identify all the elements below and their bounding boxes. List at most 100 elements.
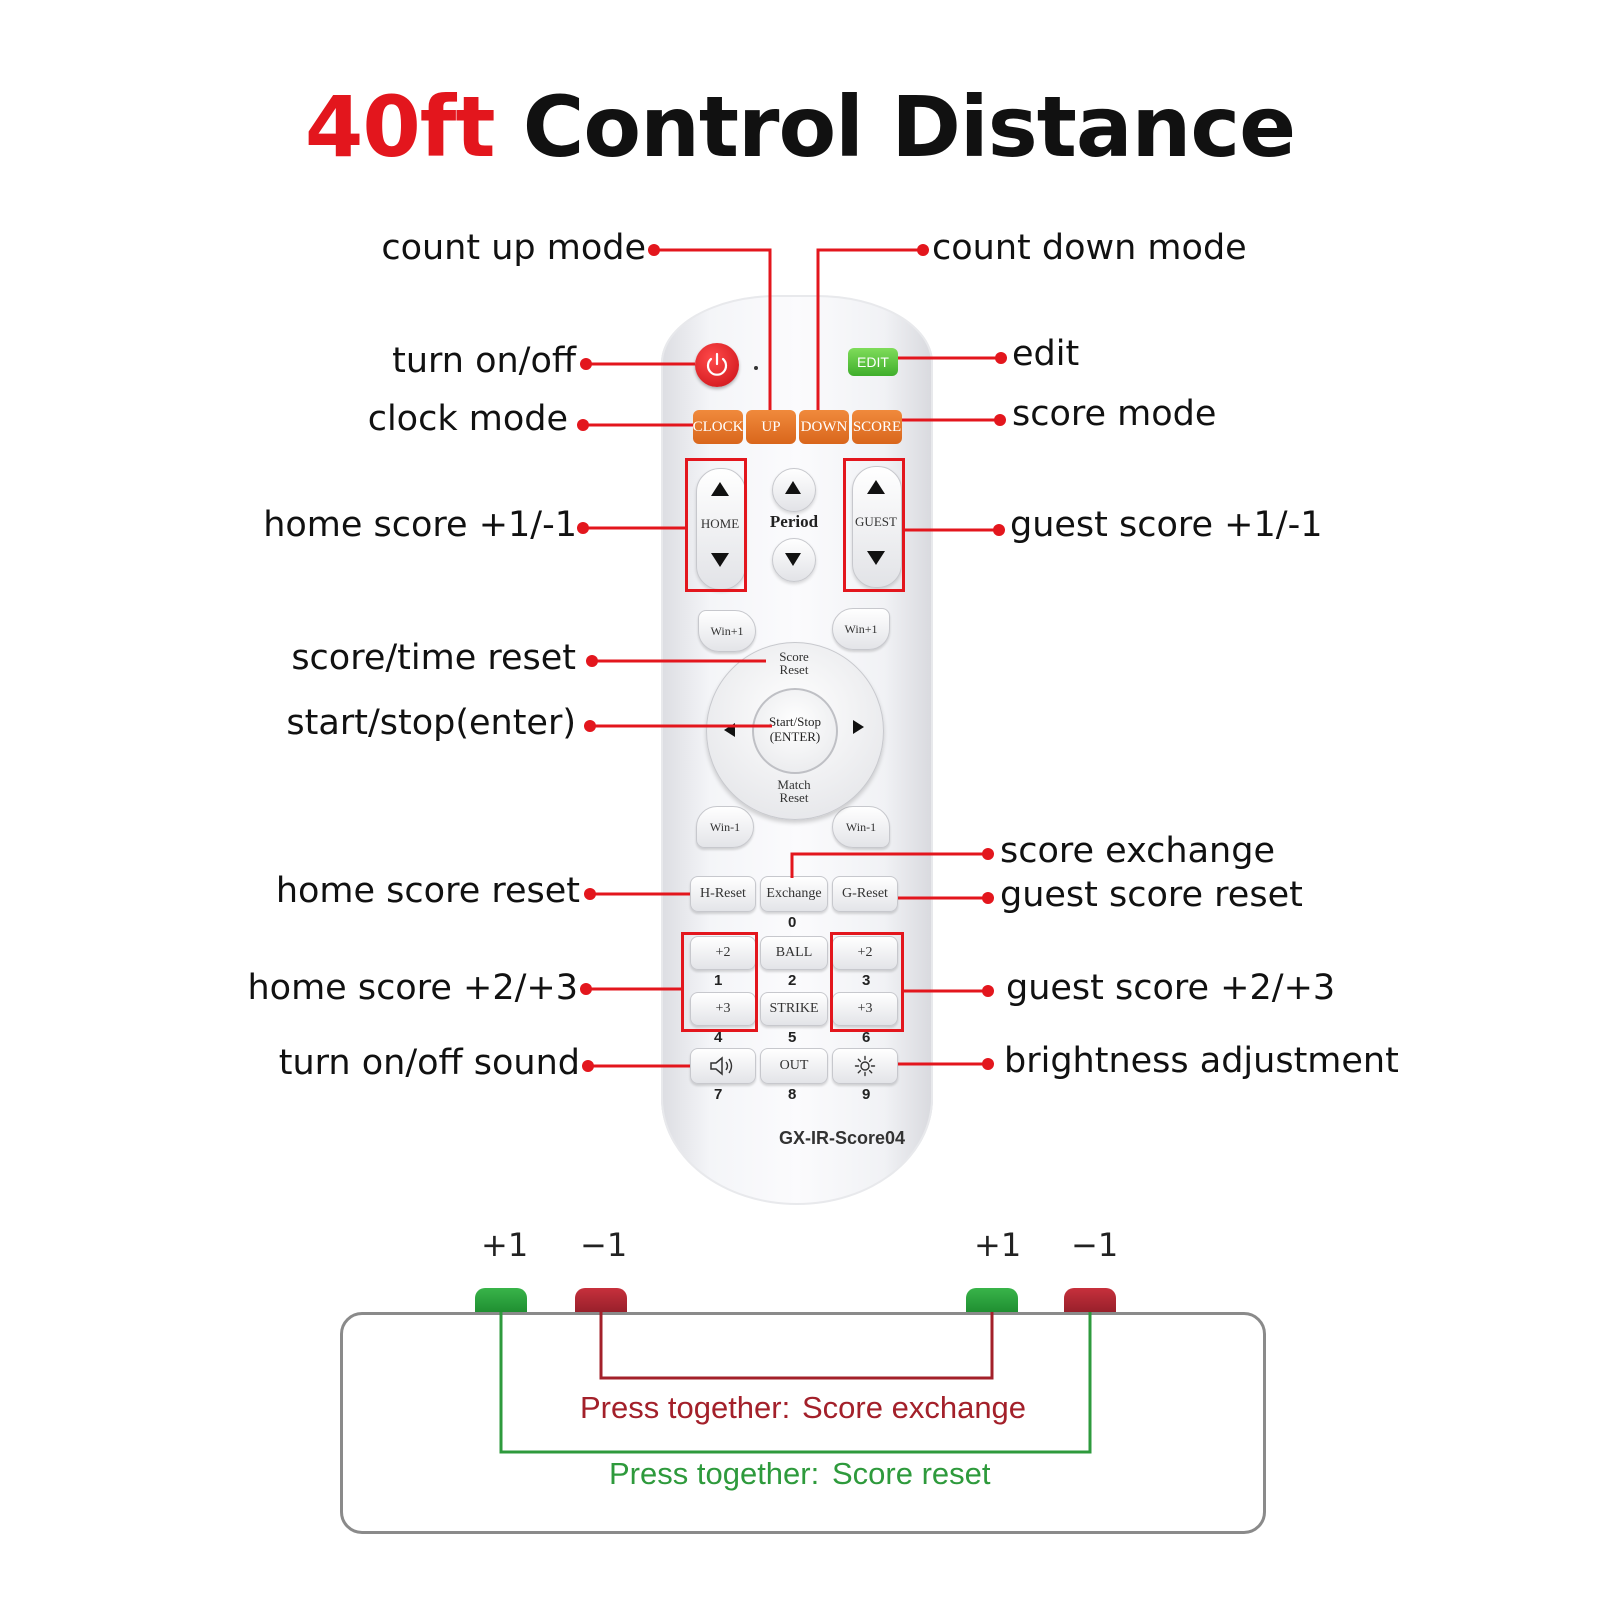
guest-up-arrow-icon <box>867 480 885 494</box>
home-plus1-label: +1 <box>481 1226 529 1264</box>
exchange-action: Score exchange <box>802 1390 1027 1425</box>
dot-clock <box>577 419 589 431</box>
label-clock-mode: clock mode <box>367 399 568 439</box>
guest-plus2-button[interactable]: +2 <box>832 936 898 970</box>
strike-button[interactable]: STRIKE <box>760 992 828 1026</box>
key-9: 9 <box>862 1086 871 1103</box>
home-win-minus-button[interactable]: Win-1 <box>696 806 754 848</box>
brightness-button[interactable] <box>832 1048 898 1084</box>
label-home-score-23: home score +2/+3 <box>247 968 578 1008</box>
key-4: 4 <box>714 1029 723 1046</box>
period-up-arrow-icon <box>785 481 801 494</box>
reset-action: Score reset <box>832 1456 991 1491</box>
label-brightness: brightness adjustment <box>1004 1041 1399 1081</box>
label-home-score-reset: home score reset <box>275 871 580 911</box>
exchange-button[interactable]: Exchange <box>760 876 828 912</box>
ir-dot <box>754 366 758 370</box>
home-label: HOME <box>700 516 740 531</box>
home-up-arrow-icon <box>711 482 729 496</box>
label-guest-score-reset: guest score reset <box>1000 875 1303 915</box>
guest-plus1-button[interactable] <box>966 1288 1018 1312</box>
guest-minus1-button[interactable] <box>1064 1288 1116 1312</box>
dot-start-stop <box>584 720 596 732</box>
sound-button[interactable] <box>690 1048 756 1084</box>
home-highlight-box <box>685 458 747 592</box>
down-mode-button[interactable]: DOWN <box>799 410 849 444</box>
label-score-mode: score mode <box>1012 394 1217 434</box>
home-minus1-button[interactable] <box>575 1288 627 1312</box>
dot-count-up <box>648 244 660 256</box>
edit-button[interactable]: EDIT <box>848 348 898 376</box>
guest-label: GUEST <box>855 514 897 529</box>
key-6: 6 <box>862 1029 871 1046</box>
home-plus-highlight-box <box>681 932 758 1032</box>
dot-score-reset <box>586 655 598 667</box>
dot-brightness <box>982 1058 994 1070</box>
dot-exchange <box>982 848 994 860</box>
label-sound: turn on/off sound <box>278 1043 580 1083</box>
dot-edit <box>995 352 1007 364</box>
reset-press-together: Press together: <box>609 1456 820 1491</box>
dot-home-score <box>577 522 589 534</box>
period-label: Period <box>769 512 819 531</box>
guest-highlight-box <box>843 458 905 592</box>
dot-h-reset <box>584 888 596 900</box>
sun-icon <box>854 1055 876 1077</box>
label-count-down: count down mode <box>932 228 1247 268</box>
score-reset-label[interactable]: Score Reset <box>779 649 809 677</box>
title-rest: Control Distance <box>522 78 1296 176</box>
key-5: 5 <box>788 1029 797 1046</box>
title-highlight: 40ft <box>304 78 496 176</box>
home-plus2-button[interactable]: +2 <box>690 936 756 970</box>
power-button[interactable] <box>695 343 739 387</box>
start-stop-label: Start/Stop (ENTER) <box>768 714 821 744</box>
home-plus1-button[interactable] <box>475 1288 527 1312</box>
home-win-plus-button[interactable]: Win+1 <box>698 610 756 652</box>
dot-power <box>580 358 592 370</box>
right-arrow-icon <box>853 720 864 734</box>
h-reset-button[interactable]: H-Reset <box>690 876 756 912</box>
dot-score-mode <box>994 414 1006 426</box>
exchange-press-together: Press together: <box>580 1390 791 1425</box>
guest-plus1-label: +1 <box>974 1226 1022 1264</box>
label-start-stop: start/stop(enter) <box>286 703 576 743</box>
model-number: GX-IR-Score04 <box>779 1128 906 1148</box>
label-score-time-reset: score/time reset <box>291 638 576 678</box>
guest-win-minus-button[interactable]: Win-1 <box>832 806 890 848</box>
guest-down-arrow-icon <box>867 551 885 565</box>
power-icon <box>706 352 728 376</box>
dot-count-down <box>917 244 929 256</box>
label-score-exchange: score exchange <box>1000 831 1275 871</box>
home-minus1-label: −1 <box>580 1226 628 1264</box>
key-2: 2 <box>788 972 797 989</box>
label-guest-score-23: guest score +2/+3 <box>1006 968 1336 1008</box>
speaker-icon <box>710 1056 733 1076</box>
match-reset-label[interactable]: Match Reset <box>777 777 811 805</box>
guest-plus3-button[interactable]: +3 <box>832 992 898 1026</box>
score-mode-button[interactable]: SCORE <box>852 410 902 444</box>
key-3: 3 <box>862 972 871 989</box>
ball-button[interactable]: BALL <box>760 936 828 970</box>
left-arrow-icon <box>724 723 735 737</box>
label-guest-score: guest score +1/-1 <box>1010 505 1323 545</box>
key-1: 1 <box>714 972 723 989</box>
dot-g-reset <box>982 892 994 904</box>
start-stop-button[interactable] <box>752 688 838 774</box>
clock-mode-button[interactable]: CLOCK <box>693 410 743 444</box>
dot-guest-score <box>993 524 1005 536</box>
dot-sound <box>582 1060 594 1072</box>
label-edit: edit <box>1012 334 1080 374</box>
key-8: 8 <box>788 1086 797 1103</box>
guest-win-plus-button[interactable]: Win+1 <box>832 608 890 650</box>
label-turn-on-off: turn on/off <box>392 341 576 381</box>
period-down-button[interactable] <box>772 538 816 582</box>
key-7: 7 <box>714 1086 723 1103</box>
g-reset-button[interactable]: G-Reset <box>832 876 898 912</box>
guest-minus1-label: −1 <box>1071 1226 1119 1264</box>
out-button[interactable]: OUT <box>760 1048 828 1084</box>
guest-plus-highlight-box <box>830 932 904 1032</box>
dot-guest-plus <box>982 985 994 997</box>
period-down-arrow-icon <box>785 553 801 566</box>
label-count-up: count up mode <box>381 228 646 268</box>
up-mode-button[interactable]: UP <box>746 410 796 444</box>
